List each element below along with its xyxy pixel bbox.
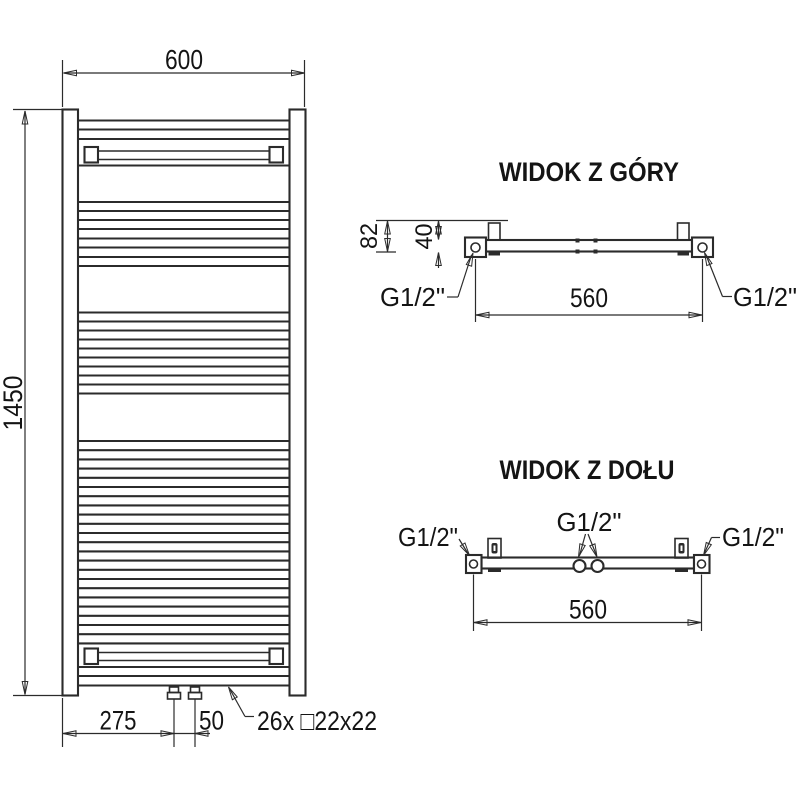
dim-label-600: 600: [165, 44, 203, 75]
center-port-right: [590, 558, 605, 574]
center-connection-nub: [575, 238, 580, 243]
towel-bar-top-left-end: [83, 145, 100, 164]
bracket-right: [674, 537, 689, 559]
connection-label-bottom-left: G1/2": [398, 522, 473, 558]
valve-connection-2: [187, 686, 203, 747]
g12-label: G1/2": [722, 522, 784, 552]
port-circle-right: [697, 242, 708, 253]
dimension-depth-82: 82: [356, 219, 508, 253]
bracket-foot-left: [488, 251, 500, 256]
bracket-left: [487, 537, 502, 559]
fitting-left: [464, 553, 483, 575]
center-port-left: [572, 558, 587, 574]
tube-count-callout: 26x □22x22: [225, 685, 377, 736]
towel-bar-bottom-right-end: [268, 647, 285, 666]
dim-label-560: 560: [570, 283, 608, 313]
towel-bar-bottom: [83, 647, 285, 666]
dim-label-82: 82: [356, 223, 383, 249]
towel-bar-top-right-end: [268, 145, 285, 164]
tube-note-label: 26x □22x22: [257, 706, 377, 736]
bottom-view: WIDOK Z DOŁU: [398, 455, 784, 631]
dim-label-560: 560: [569, 595, 607, 625]
dimension-valve-offsets: 275 50: [61, 698, 224, 747]
fitting-left: [463, 236, 488, 259]
bracket-foot-left: [488, 568, 501, 572]
collector-bar: [480, 556, 696, 570]
dim-label-1450: 1450: [0, 376, 28, 431]
bottom-view-title: WIDOK Z DOŁU: [500, 455, 675, 485]
dim-label-40: 40: [411, 224, 438, 250]
left-collector-column: [61, 108, 80, 697]
g12-label: G1/2": [398, 522, 458, 552]
valve-connection-1: [166, 686, 182, 747]
towel-bar-top: [83, 145, 285, 164]
dimension-connections-560-top: 560: [474, 259, 704, 322]
dim-label-275: 275: [100, 706, 137, 736]
bracket-right: [676, 222, 690, 241]
g12-label: G1/2": [557, 507, 622, 537]
dimension-connections-560-bottom: 560: [472, 574, 703, 631]
connection-label-bottom-center: G1/2": [557, 507, 622, 559]
bracket-left: [487, 222, 501, 241]
center-connection-nub: [593, 238, 598, 243]
right-collector-column: [288, 108, 307, 697]
dimension-height-1450: 1450: [0, 108, 62, 697]
dim-label-50: 50: [199, 706, 224, 736]
center-connection-nub: [575, 249, 580, 254]
top-view: WIDOK Z GÓRY 82: [356, 156, 797, 322]
port-circle-left: [470, 242, 481, 253]
connection-label-top-right: G1/2": [701, 250, 797, 312]
port-circle-right: [696, 559, 707, 569]
connection-label-bottom-right: G1/2": [700, 522, 784, 558]
g12-label: G1/2": [733, 282, 797, 312]
dimension-width-600: 600: [61, 44, 306, 107]
g12-label: G1/2": [380, 282, 445, 312]
connection-label-top-left: G1/2": [380, 251, 477, 312]
towel-bar-bottom-left-end: [83, 647, 100, 666]
port-circle-left: [468, 559, 479, 569]
collector-bar: [484, 238, 694, 253]
fitting-right: [692, 553, 711, 575]
bracket-foot-right: [675, 568, 688, 572]
front-view: 600 1450 275 50 26x □22x22: [0, 44, 377, 747]
bracket-foot-right: [677, 251, 689, 256]
center-connection-nub: [593, 249, 598, 254]
radiator-tubes: [78, 119, 290, 687]
dimension-wall-40: 40: [411, 220, 442, 268]
fitting-right: [690, 236, 715, 259]
top-view-title: WIDOK Z GÓRY: [499, 156, 679, 187]
